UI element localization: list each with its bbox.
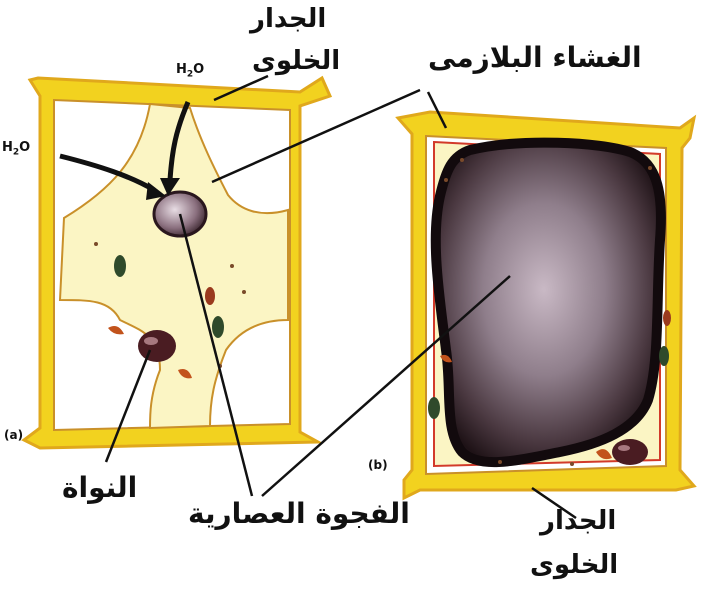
cell-b-granule	[648, 166, 652, 170]
vacuole-label: الفجوة العصارية	[188, 500, 410, 528]
cell-a-nucleus	[138, 330, 176, 362]
water-formula-top: H2O	[176, 62, 204, 80]
cell-wall-bottom-label-line1: الجدار	[540, 508, 616, 534]
cell-wall-top-label-line1: الجدار	[250, 6, 326, 32]
cell-b-granule	[460, 158, 464, 162]
nucleus-label: النواة	[62, 474, 137, 502]
cell-a-chloroplast	[114, 255, 126, 277]
cell-b-nucleus	[612, 439, 648, 465]
panel-a-label: (a)	[4, 428, 23, 442]
cell-b-granule	[570, 462, 574, 466]
cell-a-granule	[230, 264, 234, 268]
cell-b-vacuole	[436, 143, 661, 462]
cell-a-chloroplast	[212, 316, 224, 338]
plasma-membrane-label: الغشاء البلازمى	[428, 44, 642, 72]
cell-a-chloroplast	[205, 287, 215, 305]
cell-wall-top-label-line2: الخلوى	[252, 48, 340, 74]
cell-a-nucleus-highlight	[144, 337, 158, 345]
cell-b-chloroplast	[428, 397, 440, 419]
cell-a-granule	[94, 242, 98, 246]
cell-a-granule	[242, 290, 246, 294]
cell-b	[398, 112, 694, 498]
cell-b-granule	[498, 460, 502, 464]
water-formula-left: H2O	[2, 140, 30, 158]
cell-b-granule	[444, 178, 448, 182]
cell-wall-bottom-label-line2: الخلوى	[530, 552, 618, 578]
cell-b-chloroplast	[663, 310, 671, 326]
cell-b-nucleus-highlight	[618, 445, 630, 451]
cell-b-chloroplast	[659, 346, 669, 366]
panel-b-label: (b)	[368, 458, 388, 472]
